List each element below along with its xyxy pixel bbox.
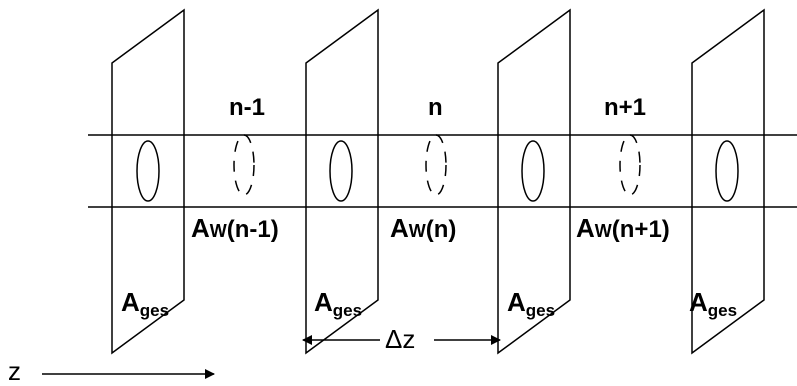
plane-1 [111, 8, 185, 355]
z-axis-label: z [8, 356, 21, 386]
cross-section-label-2: Ages [314, 287, 363, 320]
cross-section-label-4: Ages [689, 287, 738, 320]
cross-section-ellipse-2 [329, 140, 353, 202]
cross-section-label-3: Ages [507, 287, 556, 320]
wall-area-label-1: AW(n-1) [191, 213, 279, 243]
cross-section-ellipse-3 [521, 140, 545, 202]
cell-label-n-minus-1: n-1 [229, 94, 265, 121]
cell-label-n-plus-1: n+1 [604, 94, 647, 121]
wall-ellipse-dashed-1 [233, 134, 255, 196]
wall-ellipse-dashed-2 [425, 134, 447, 196]
wall-area-label-2: AW(n) [390, 213, 457, 243]
cross-section-ellipse-4 [715, 140, 739, 202]
plane-2 [305, 8, 379, 355]
plane-4 [691, 8, 765, 355]
cross-section-label-1: Ages [121, 287, 170, 320]
cell-label-n: n [428, 94, 443, 121]
wall-area-label-3: AW(n+1) [576, 213, 670, 243]
delta-z-label: Δz [385, 324, 416, 354]
wall-ellipse-dashed-3 [619, 134, 641, 196]
plane-3 [497, 8, 571, 355]
cross-section-ellipse-1 [136, 140, 160, 202]
